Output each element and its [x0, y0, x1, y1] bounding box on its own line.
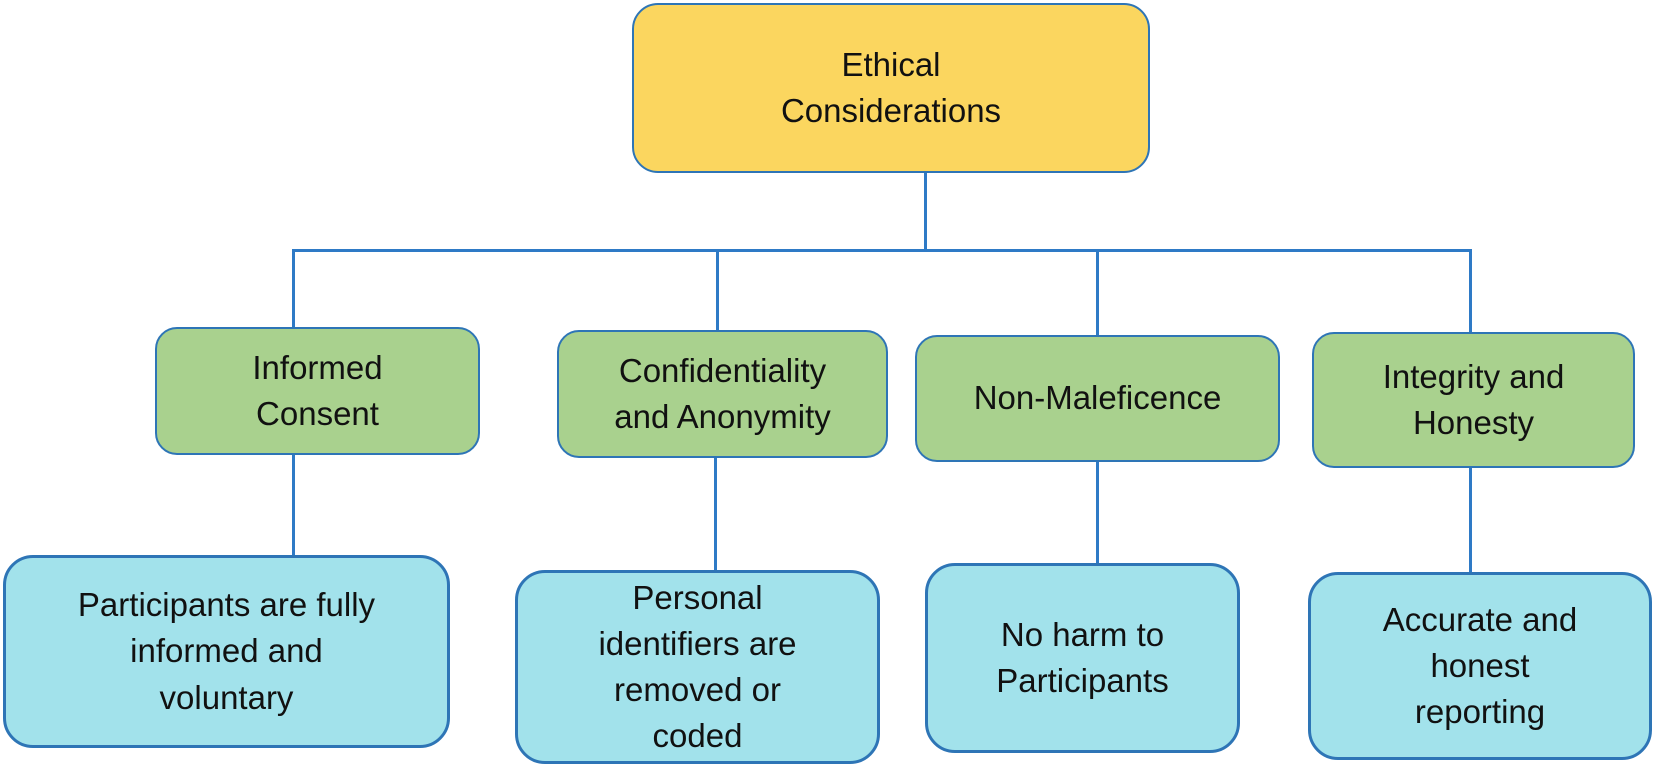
connector-integrity-detail — [1469, 468, 1472, 572]
connector-root-stem — [924, 173, 927, 251]
connector-non-maleficence-detail — [1096, 462, 1099, 563]
node-confidentiality-anonymity: Confidentiality and Anonymity — [557, 330, 888, 458]
node-ethical-considerations: Ethical Considerations — [632, 3, 1150, 173]
node-non-maleficence: Non-Maleficence — [915, 335, 1280, 462]
node-detail-integrity: Accurate and honest reporting — [1308, 572, 1652, 760]
node-detail-informed-consent: Participants are fully informed and volu… — [3, 555, 450, 748]
connector-drop-informed-consent — [292, 251, 295, 327]
node-integrity-honesty: Integrity and Honesty — [1312, 332, 1635, 468]
node-detail-non-maleficence: No harm to Participants — [925, 563, 1240, 753]
connector-confidentiality-detail — [714, 458, 717, 570]
connector-drop-confidentiality — [716, 251, 719, 330]
node-informed-consent: Informed Consent — [155, 327, 480, 455]
connector-drop-non-maleficence — [1096, 251, 1099, 335]
connector-informed-consent-detail — [292, 455, 295, 555]
connector-horizontal-bus — [292, 249, 1472, 252]
connector-drop-integrity — [1469, 251, 1472, 332]
node-detail-confidentiality: Personal identifiers are removed or code… — [515, 570, 880, 764]
